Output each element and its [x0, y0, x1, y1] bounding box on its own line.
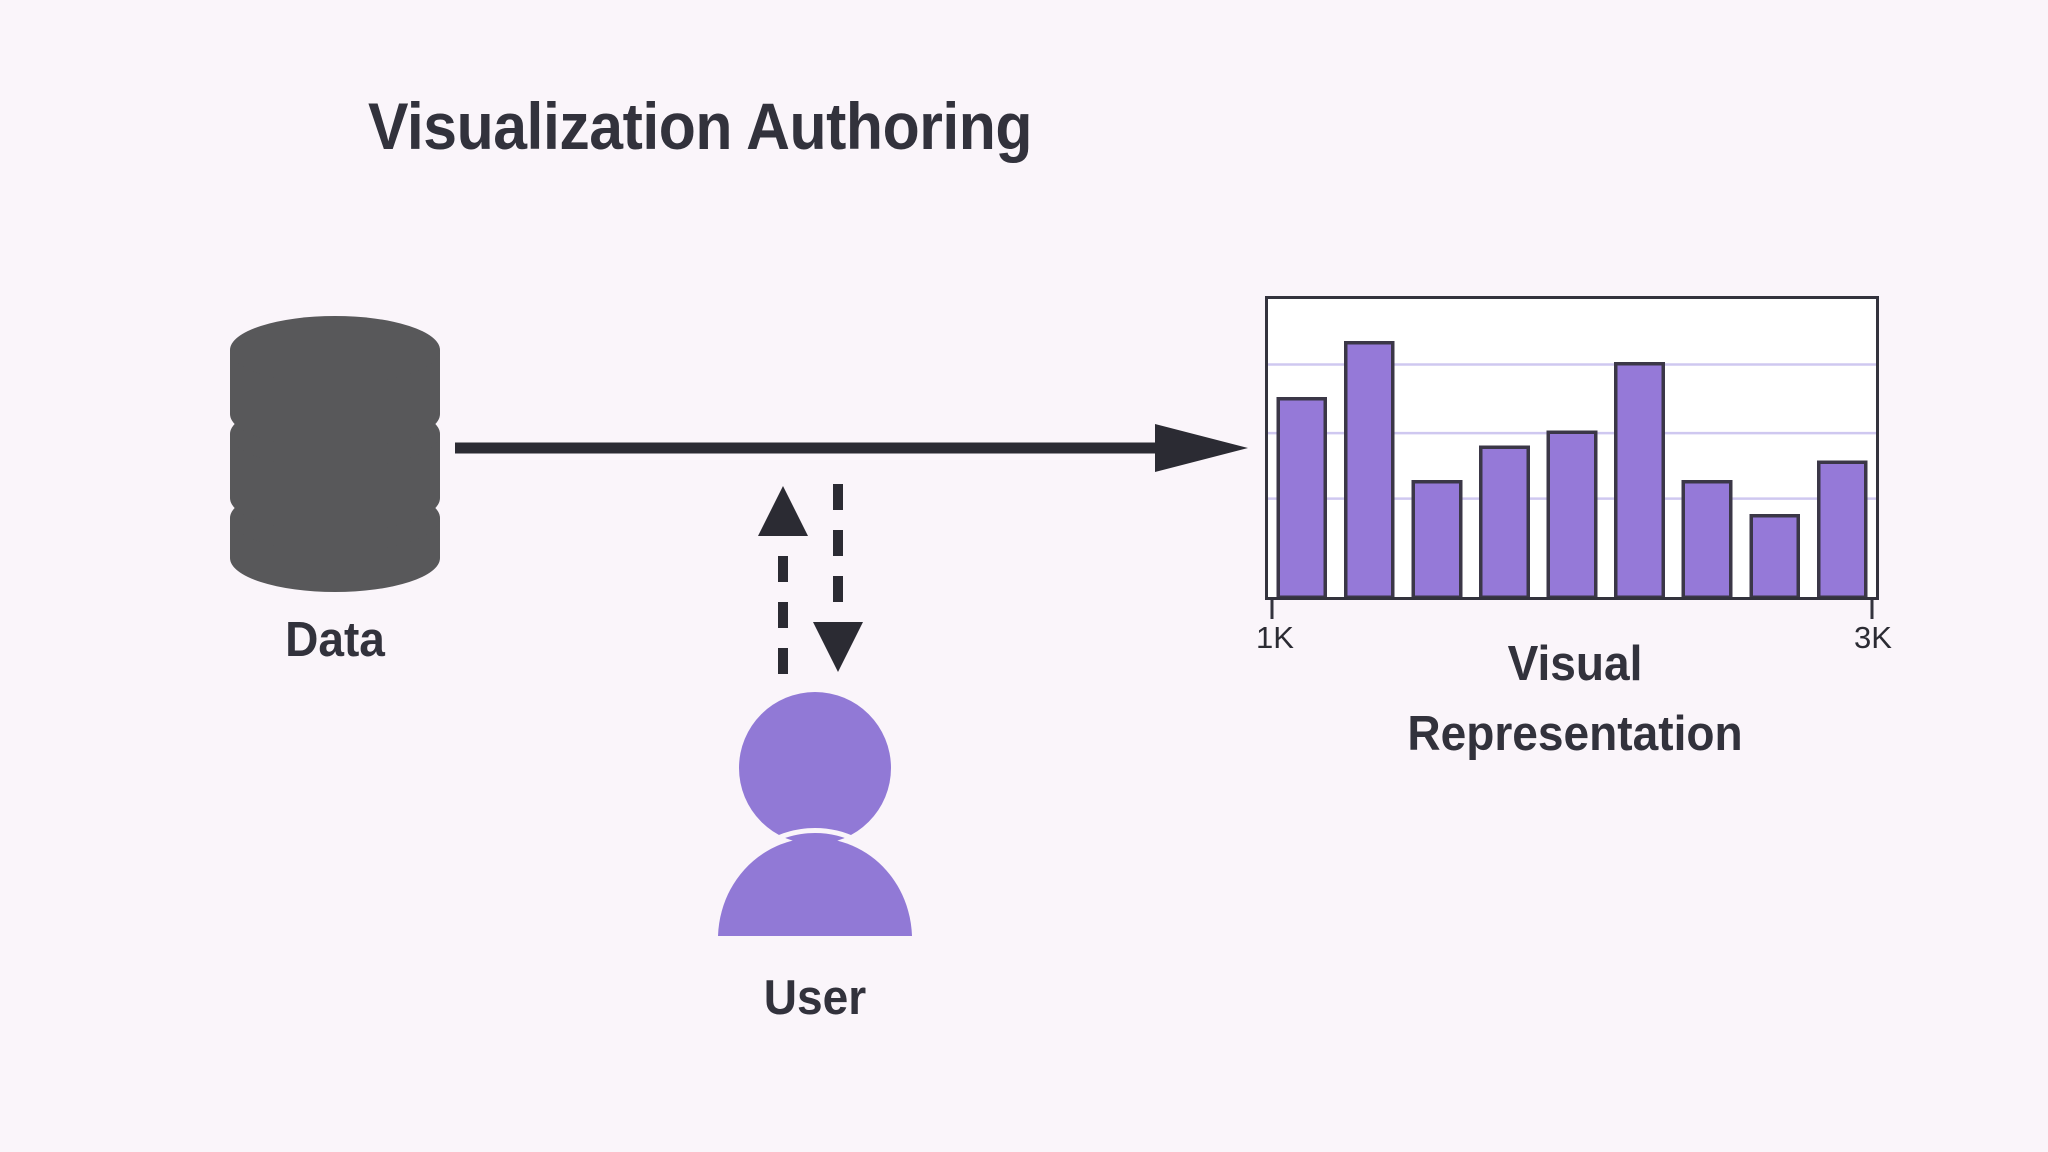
user-person-icon [718, 692, 912, 936]
page-title: Visualization Authoring [367, 89, 1033, 163]
bar-2[interactable] [1343, 341, 1395, 599]
database-cylinder-icon [230, 316, 440, 592]
bar-5[interactable] [1546, 430, 1598, 599]
x-axis-tick-label-right: 3K [1854, 620, 1892, 655]
user-node [700, 690, 930, 940]
bar-3[interactable] [1411, 479, 1463, 599]
caption-line-1: Visual [1507, 637, 1643, 691]
x-axis-tick-label-left: 1K [1256, 620, 1294, 655]
dashed-down-arrow [813, 484, 863, 672]
bar-4[interactable] [1479, 445, 1530, 599]
user-node-label: User [763, 971, 867, 1025]
bar-7[interactable] [1681, 479, 1733, 599]
visual-representation-label: Visual Representation [1307, 630, 1843, 769]
bar-6[interactable] [1614, 361, 1665, 599]
user-bidirectional-arrows [756, 478, 866, 678]
solid-right-arrow [455, 418, 1255, 478]
dashed-arrows-icon [758, 484, 863, 674]
arrow-right-icon [455, 424, 1248, 472]
chart-frame [1265, 296, 1879, 600]
bar-chart-svg [1265, 296, 1879, 619]
bar-chart [1265, 296, 1879, 619]
caption-line-2: Representation [1407, 706, 1743, 761]
bar-1[interactable] [1276, 397, 1328, 599]
dashed-up-arrow [758, 486, 808, 674]
bar-8[interactable] [1749, 514, 1801, 599]
data-node-label: Data [285, 613, 385, 667]
bar-9[interactable] [1816, 460, 1868, 599]
data-node [228, 310, 442, 600]
